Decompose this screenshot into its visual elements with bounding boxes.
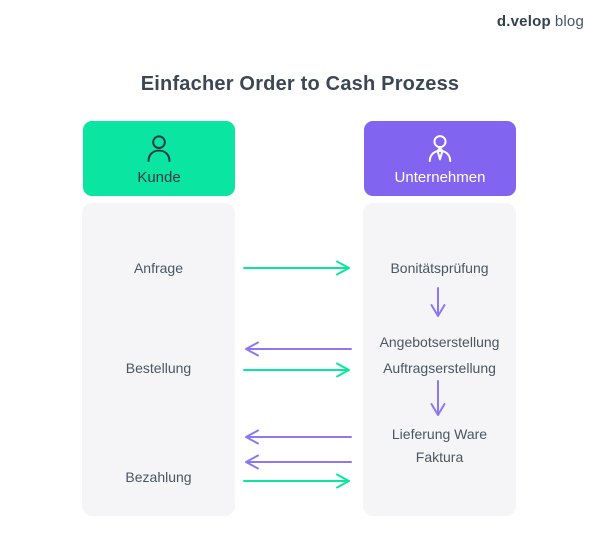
- step-bezahlung: Bezahlung: [125, 469, 192, 485]
- arrow-left-purple-faktura-icon: [240, 454, 355, 470]
- lane-label-unternehmen: Unternehmen: [394, 168, 486, 186]
- arrow-right-green-bestellung-icon: [240, 362, 355, 378]
- lane-label-kunde: Kunde: [137, 168, 181, 186]
- step-bestellung: Bestellung: [125, 360, 192, 376]
- arrow-down-purple-2-icon: [430, 378, 446, 418]
- lane-header-kunde: Kunde: [83, 121, 235, 196]
- diagram-title: Einfacher Order to Cash Prozess: [140, 73, 460, 95]
- step-auftragserstellung: Auftragserstellung: [383, 360, 496, 376]
- person-icon: [142, 132, 176, 166]
- step-angebotserstellung: Angebotserstellung: [379, 334, 500, 350]
- lane-header-unternehmen: Unternehmen: [364, 121, 516, 196]
- arrow-left-purple-lieferung-icon: [240, 429, 355, 445]
- business-person-icon: [423, 132, 457, 166]
- step-bonitaetspruefung: Bonitätsprüfung: [390, 260, 489, 276]
- lane-body-unternehmen: [363, 203, 516, 516]
- step-faktura: Faktura: [415, 449, 464, 465]
- logo-brand: d.velop: [496, 13, 551, 30]
- arrow-left-purple-angebot-icon: [240, 341, 355, 357]
- step-lieferung-ware: Lieferung Ware: [391, 426, 488, 442]
- step-anfrage: Anfrage: [133, 260, 184, 276]
- arrow-right-green-bezahlung-icon: [240, 473, 355, 489]
- lane-body-kunde: [82, 203, 235, 516]
- arrow-down-purple-1-icon: [430, 285, 446, 319]
- arrow-right-green-anfrage-icon: [240, 260, 355, 276]
- logo-suffix: blog: [554, 13, 584, 30]
